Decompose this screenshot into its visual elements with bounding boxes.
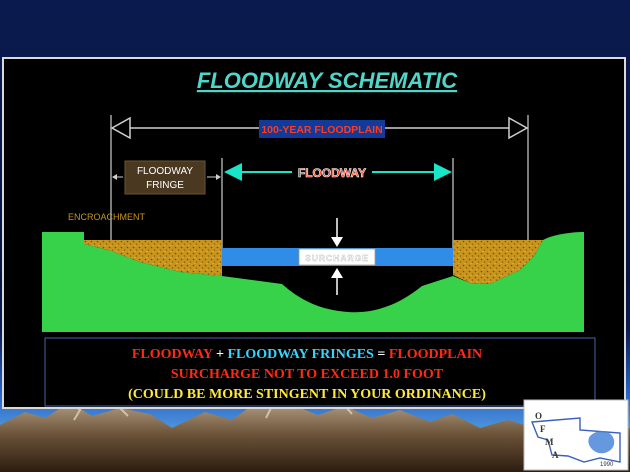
floodway-fringe-box — [124, 160, 206, 195]
fringe-arrow-right-head — [216, 174, 221, 180]
fringe-arrow-left-head — [112, 174, 117, 180]
left-encroachment-fill — [84, 240, 222, 276]
equation-term-floodway: FLOODWAY — [132, 347, 213, 362]
ofma-logo: O F M A 1990 — [523, 399, 629, 471]
floodway-label-box — [292, 162, 372, 182]
mountain-range — [0, 398, 630, 472]
surcharge-box-text: SURCHARGE — [305, 253, 369, 263]
logo-letter-a: A — [552, 450, 559, 460]
logo-letter-f: F — [540, 424, 546, 434]
logo-letter-m: M — [545, 437, 554, 447]
surcharge-box — [298, 248, 376, 266]
floodplain-arrow-left-head — [110, 116, 131, 140]
right-encroachment-fill — [453, 240, 543, 284]
surcharge-note: SURCHARGE NOT TO EXCEED 1.0 FOOT — [171, 367, 444, 382]
oklahoma-outline-icon — [530, 417, 621, 463]
floodplain-arrow-right-head — [508, 116, 529, 140]
ground-cross-section — [42, 232, 584, 332]
fringe-label-line1: FLOODWAY — [137, 166, 193, 177]
equation-plus: + — [212, 347, 227, 362]
equation-term-floodplain: FLOODPLAIN — [389, 347, 482, 362]
logo-letter-o: O — [535, 411, 542, 421]
surcharge-arrow-top-head — [331, 237, 343, 247]
fringe-label-line2: FRINGE — [146, 180, 184, 191]
equation-line: FLOODWAY + FLOODWAY FRINGES = FLOODPLAIN — [132, 347, 482, 362]
floodway-label: FLOODWAY — [298, 166, 366, 180]
floodway-arrow-right-head — [434, 163, 452, 181]
floodway-arrow-left-head — [224, 163, 242, 181]
schematic-panel — [2, 57, 626, 409]
floodplain-label-box — [259, 120, 385, 138]
slide-title: FLOODWAY SCHEMATIC — [197, 68, 458, 93]
encroachment-label: ENCROACHMENT — [68, 212, 146, 222]
surcharge-arrow-bottom-head — [331, 268, 343, 278]
logo-year: 1990 — [600, 462, 614, 468]
ordinance-note: (COULD BE MORE STINGENT IN YOUR ORDINANC… — [128, 387, 486, 402]
floodplain-label: 100-YEAR FLOODPLAIN — [261, 124, 382, 136]
equation-term-fringes: FLOODWAY FRINGES — [227, 347, 374, 362]
equation-equals: = — [374, 347, 389, 362]
equation-box — [44, 337, 596, 407]
wave-icon — [588, 431, 615, 454]
